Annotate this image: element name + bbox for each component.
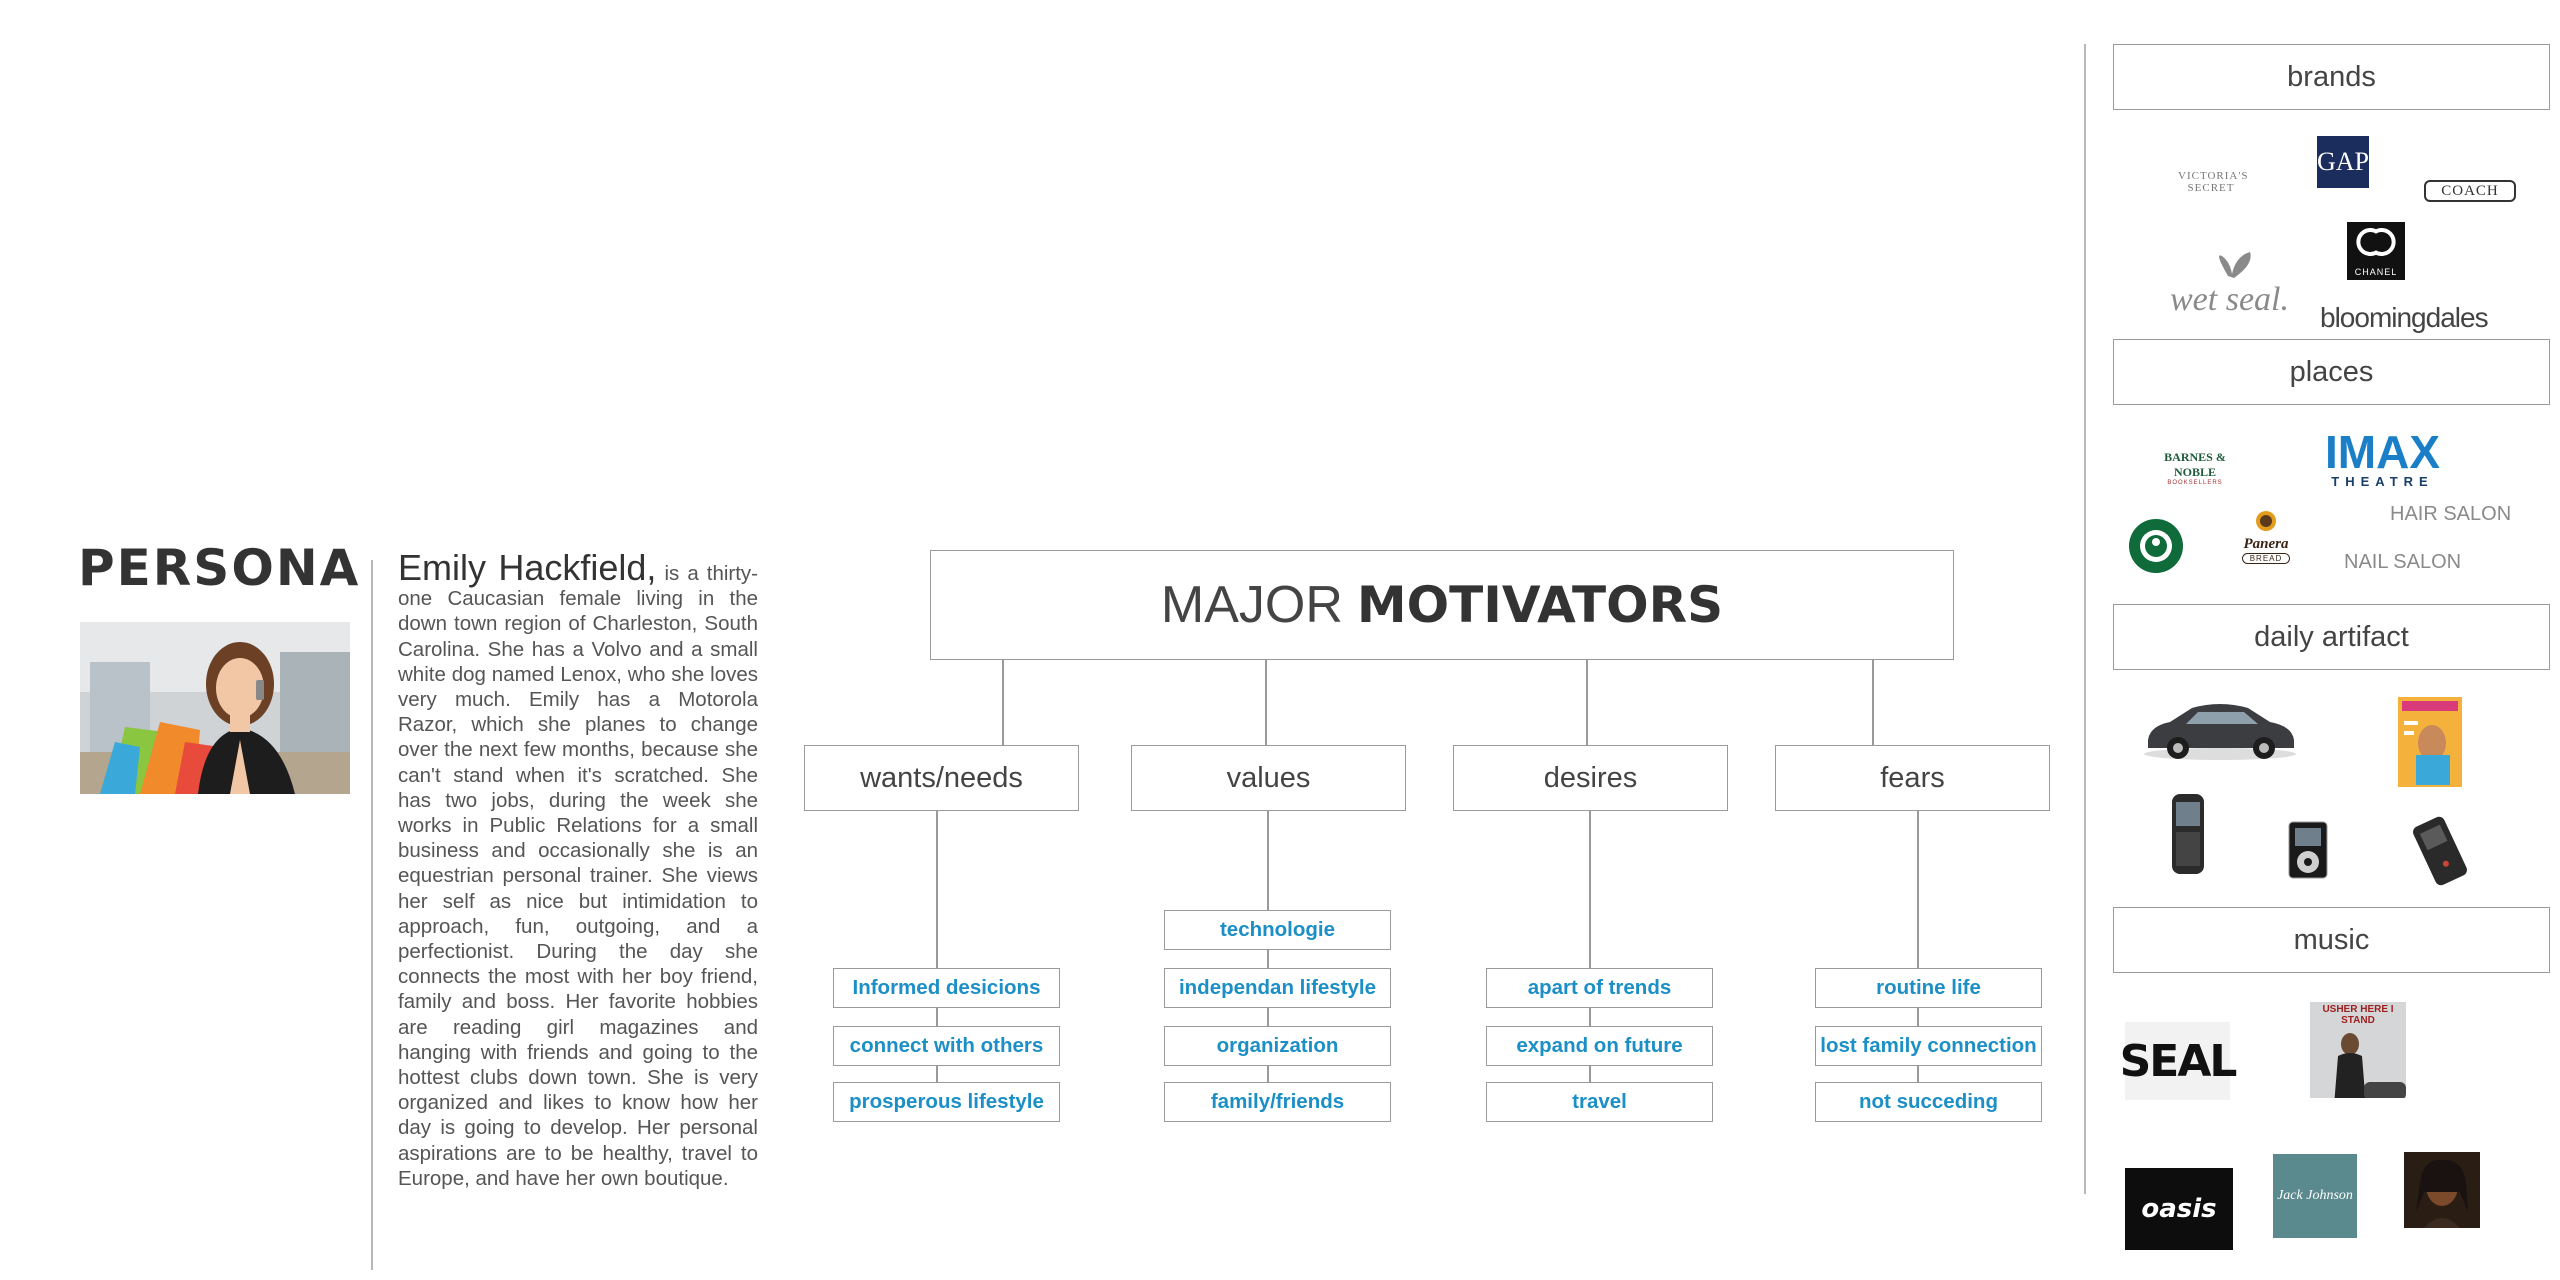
- blackberry-phone-image: [2168, 792, 2208, 876]
- theatre-text: THEATRE: [2331, 474, 2434, 489]
- coach-logo: COACH: [2424, 180, 2516, 202]
- motivator-item: Informed desicions: [833, 968, 1060, 1008]
- oasis-album-cover: oasis: [2125, 1168, 2233, 1250]
- wet-seal-text: wet seal.: [2170, 281, 2289, 318]
- barnes-noble-text: BARNES & NOBLE: [2164, 450, 2226, 479]
- persona-photo: [80, 622, 350, 794]
- category-wants-needs: wants/needs: [804, 745, 1079, 811]
- connector-line: [1586, 660, 1588, 746]
- motivator-item: routine life: [1815, 968, 2042, 1008]
- imax-logo: IMAX THEATRE: [2315, 426, 2450, 489]
- panera-logo: Panera BREAD: [2236, 510, 2296, 564]
- motivator-item: technologie: [1164, 910, 1391, 950]
- butterfly-icon: [2219, 252, 2251, 278]
- starbucks-logo: [2128, 518, 2184, 574]
- category-fears: fears: [1775, 745, 2050, 811]
- razr-phone-image: [2405, 815, 2475, 887]
- panera-woman-icon: [2256, 511, 2276, 531]
- motivator-item: lost family connection: [1815, 1026, 2042, 1066]
- chanel-text: CHANEL: [2354, 267, 2398, 277]
- persona-name: Emily Hackfield,: [398, 547, 657, 588]
- ipod-image: [2287, 820, 2329, 880]
- motivator-item: apart of trends: [1486, 968, 1713, 1008]
- motivator-item: travel: [1486, 1082, 1713, 1122]
- bloomingdales-logo: bloomingdales: [2320, 302, 2489, 333]
- car-image: [2140, 690, 2300, 762]
- barnes-noble-logo: BARNES & NOBLE BOOKSELLERS: [2150, 450, 2240, 486]
- connector-line: [1265, 660, 1267, 746]
- category-desires: desires: [1453, 745, 1728, 811]
- bob-marley-album-cover: [2404, 1152, 2480, 1228]
- section-places: places: [2113, 339, 2550, 405]
- nail-salon-label: NAIL SALON: [2344, 551, 2462, 573]
- persona-heading: PERSONA: [78, 539, 361, 597]
- chanel-cc-icon: [2356, 228, 2396, 256]
- section-daily-artifact: daily artifact: [2113, 604, 2550, 670]
- motivator-item: prosperous lifestyle: [833, 1082, 1060, 1122]
- persona-divider: [371, 560, 373, 1270]
- motivators-title-light: MAJOR: [1160, 576, 1343, 634]
- bread-text: BREAD: [2242, 553, 2290, 564]
- panera-text: Panera: [2243, 536, 2289, 552]
- connector-line: [1917, 811, 1919, 1083]
- jack-johnson-album-cover: Jack Johnson: [2273, 1154, 2357, 1238]
- major-motivators-box: MAJOR MOTIVATORS: [930, 550, 1954, 660]
- motivator-item: family/friends: [1164, 1082, 1391, 1122]
- sidebar-divider: [2084, 44, 2086, 1194]
- motivators-title-bold: MOTIVATORS: [1356, 576, 1724, 634]
- motivator-item: independan lifestyle: [1164, 968, 1391, 1008]
- usher-album-title: USHER HERE I STAND: [2322, 1004, 2394, 1026]
- motivator-item: organization: [1164, 1026, 1391, 1066]
- hair-salon-label: HAIR SALON: [2390, 503, 2512, 525]
- motivator-item: expand on future: [1486, 1026, 1713, 1066]
- chanel-logo: CHANEL: [2347, 222, 2405, 280]
- gap-logo: GAP: [2317, 136, 2369, 188]
- category-values: values: [1131, 745, 1406, 811]
- connector-line: [1589, 811, 1591, 1083]
- connector-line: [1872, 660, 1874, 746]
- victorias-secret-logo: VICTORIA'S SECRET: [2178, 170, 2249, 194]
- motivator-item: not succeding: [1815, 1082, 2042, 1122]
- connector-line: [936, 811, 938, 1083]
- wet-seal-logo: wet seal.: [2170, 250, 2296, 318]
- imax-text: IMAX: [2325, 426, 2440, 478]
- section-music: music: [2113, 907, 2550, 973]
- persona-bio: Emily Hackfield, is a thirty-one Caucasi…: [398, 550, 759, 1191]
- seal-album-cover: SEAL: [2120, 1022, 2237, 1100]
- persona-description: is a thirty-one Caucasian female living …: [398, 562, 759, 1190]
- motivator-item: connect with others: [833, 1026, 1060, 1066]
- usher-album-cover: USHER HERE I STAND: [2310, 1002, 2406, 1098]
- booksellers-text: BOOKSELLERS: [2167, 480, 2223, 486]
- magazine-image: [2398, 697, 2462, 787]
- section-brands: brands: [2113, 44, 2550, 110]
- connector-line: [1002, 660, 1004, 746]
